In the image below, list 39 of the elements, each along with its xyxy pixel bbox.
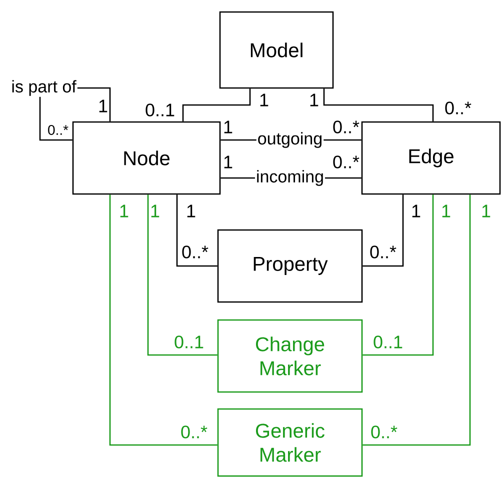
class-box: Node (72, 121, 221, 195)
multiplicity-label: 1 (260, 94, 268, 106)
connector-line (109, 194, 218, 446)
multiplicity-label: 1 (442, 204, 450, 218)
multiplicity-label: 0..* (333, 120, 360, 134)
multiplicity-label: 1 (482, 204, 490, 218)
multiplicity-label: 0..* (445, 102, 472, 114)
class-box: Property (217, 229, 363, 303)
multiplicity-label: 0..1 (374, 336, 402, 348)
edge-label: is part of (10, 79, 78, 97)
multiplicity-label: 0..* (182, 246, 208, 258)
connector-line (362, 194, 434, 356)
multiplicity-label: 1 (187, 204, 196, 218)
multiplicity-label: 1 (412, 204, 420, 218)
multiplicity-label: 0..* (370, 246, 396, 258)
connector-line (147, 194, 218, 356)
connector-line (182, 88, 251, 122)
multiplicity-label: 0..* (371, 426, 398, 438)
connector-line (323, 88, 434, 122)
class-box: Edge (361, 121, 501, 195)
connector-line (176, 194, 218, 267)
edge-label: incoming (255, 169, 326, 187)
multiplicity-label: 1 (120, 204, 128, 218)
connector-line (362, 194, 471, 446)
multiplicity-label: 0..* (333, 156, 360, 168)
multiplicity-label: 1 (224, 156, 232, 168)
multiplicity-label: 1 (310, 94, 318, 106)
multiplicity-label: 1 (99, 100, 108, 112)
multiplicity-label: 0..1 (146, 104, 174, 116)
edge-label: outgoing (256, 131, 324, 149)
class-box: Model (219, 11, 334, 89)
multiplicity-label: 0..1 (174, 336, 204, 348)
multiplicity-label: 0..* (181, 426, 208, 438)
multiplicity-label: 0..* (48, 125, 68, 135)
multiplicity-label: 1 (151, 204, 160, 218)
class-box: Generic Marker (217, 408, 363, 477)
connector-line (362, 194, 404, 267)
class-box: Change Marker (217, 319, 363, 393)
multiplicity-label: 1 (224, 120, 232, 134)
